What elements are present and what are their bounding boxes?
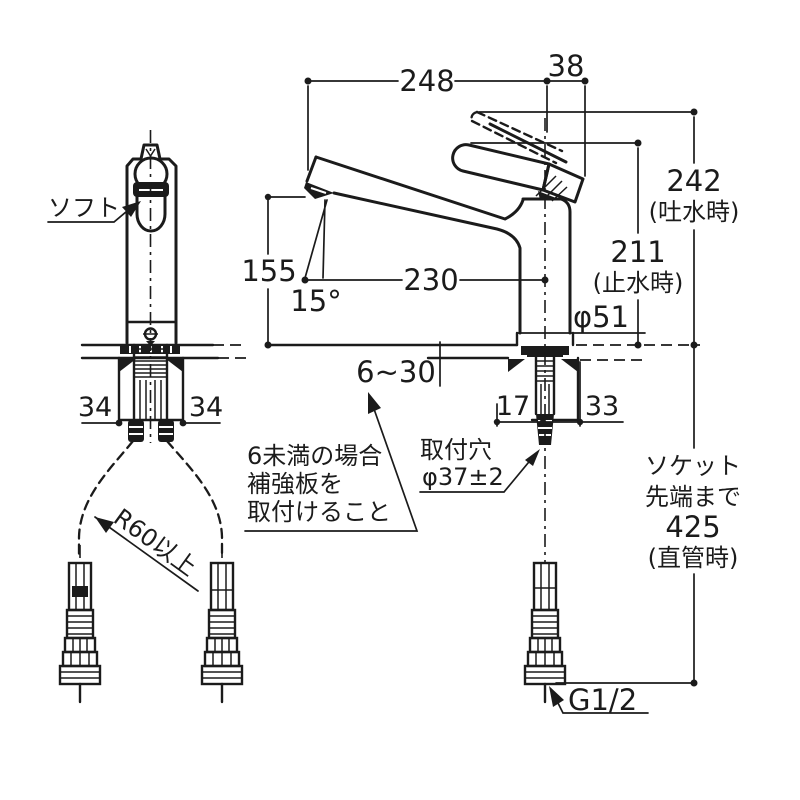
dimensions: 248 38 242 (吐水時) 211 (止水時) φ51 155 15° 2… — [241, 49, 741, 717]
base-flange — [515, 331, 575, 347]
soft-arrowhead-icon — [122, 201, 141, 217]
socket-line1: ソケット — [645, 452, 741, 480]
dim-242: 242 — [666, 164, 721, 198]
g12-leader — [555, 698, 649, 714]
bracket-wedge-right — [166, 359, 183, 372]
aerator-wedge-slit — [310, 187, 327, 194]
soft-label: ソフト — [48, 194, 120, 222]
shank-inner — [540, 384, 550, 414]
lever-raised-tip — [470, 110, 479, 123]
spout-underside — [332, 191, 522, 335]
note-leader — [244, 408, 419, 532]
bracket-wedge-right — [561, 359, 578, 372]
ext-lines-top — [307, 85, 586, 177]
hose-right — [165, 439, 224, 558]
pivot-wedge — [538, 191, 556, 200]
lever-raised-bottom — [470, 119, 558, 165]
socket-line2: 先端まで — [645, 483, 741, 511]
note-line2: 補強板を — [247, 470, 343, 498]
r60-arrowhead-icon — [95, 517, 114, 533]
hose-connector — [523, 561, 567, 704]
front-view: ソフト 34 34 R60以上 — [47, 130, 247, 704]
g12-arrowhead-icon — [549, 686, 564, 707]
dim-17: 17 — [496, 391, 530, 422]
mounting-hole-arrowhead-icon — [525, 449, 540, 466]
dim-211-note: (止水時) — [593, 269, 684, 297]
faucet-body-outline — [125, 143, 178, 345]
socket-line4: (直管時) — [648, 544, 739, 572]
dim-38: 38 — [548, 49, 585, 83]
dimension-dots — [264, 77, 698, 687]
spout-top-edge — [314, 155, 525, 221]
lever-raised-top — [475, 110, 564, 153]
connection-thread: G1/2 — [568, 683, 637, 717]
dim-33: 33 — [585, 391, 619, 422]
hose-connector-left — [58, 545, 102, 704]
counter-thickness: 6~30 — [356, 355, 436, 389]
socket-line3: 425 — [665, 510, 720, 544]
dim-155: 155 — [241, 254, 296, 288]
dim-34-left: 34 — [78, 392, 112, 423]
hose-elbow-right — [158, 420, 174, 442]
side-view — [266, 110, 700, 704]
bracket-wedge-left — [119, 359, 136, 372]
dim-211: 211 — [610, 235, 665, 269]
spout-tip-face — [305, 155, 318, 183]
mounting-hole-leader — [419, 456, 534, 493]
base-diameter: φ51 — [573, 300, 629, 334]
dim-34-right: 34 — [189, 392, 223, 423]
mounting-hole-line1: 取付穴 — [420, 436, 492, 464]
dim-dot — [115, 419, 123, 427]
spout-front-capsule — [135, 195, 167, 233]
shank-edges — [132, 343, 169, 424]
angle-wedge — [304, 199, 328, 279]
dim-230: 230 — [403, 263, 458, 297]
hose-connector-right — [200, 545, 244, 704]
body-cap — [521, 197, 572, 335]
dim-242-note: (吐水時) — [649, 198, 740, 226]
hose-left — [77, 439, 135, 558]
dim-dot — [179, 419, 187, 427]
hose-elbow-left — [128, 420, 144, 442]
hose-elbow-slits — [129, 426, 173, 435]
note-line1: 6未満の場合 — [247, 442, 382, 470]
r60-leader — [94, 516, 199, 592]
note-arrowhead-icon — [368, 392, 381, 414]
hose-tubes — [139, 380, 162, 420]
spout-angle: 15° — [290, 284, 341, 318]
mounting-hole-line2: φ37±2 — [422, 463, 504, 491]
r60-label: R60以上 — [108, 503, 201, 582]
note-line3: 取付けること — [247, 498, 391, 526]
dim-248: 248 — [399, 64, 454, 98]
bracket-wedge-left — [508, 359, 525, 372]
lever-grip — [451, 143, 551, 192]
